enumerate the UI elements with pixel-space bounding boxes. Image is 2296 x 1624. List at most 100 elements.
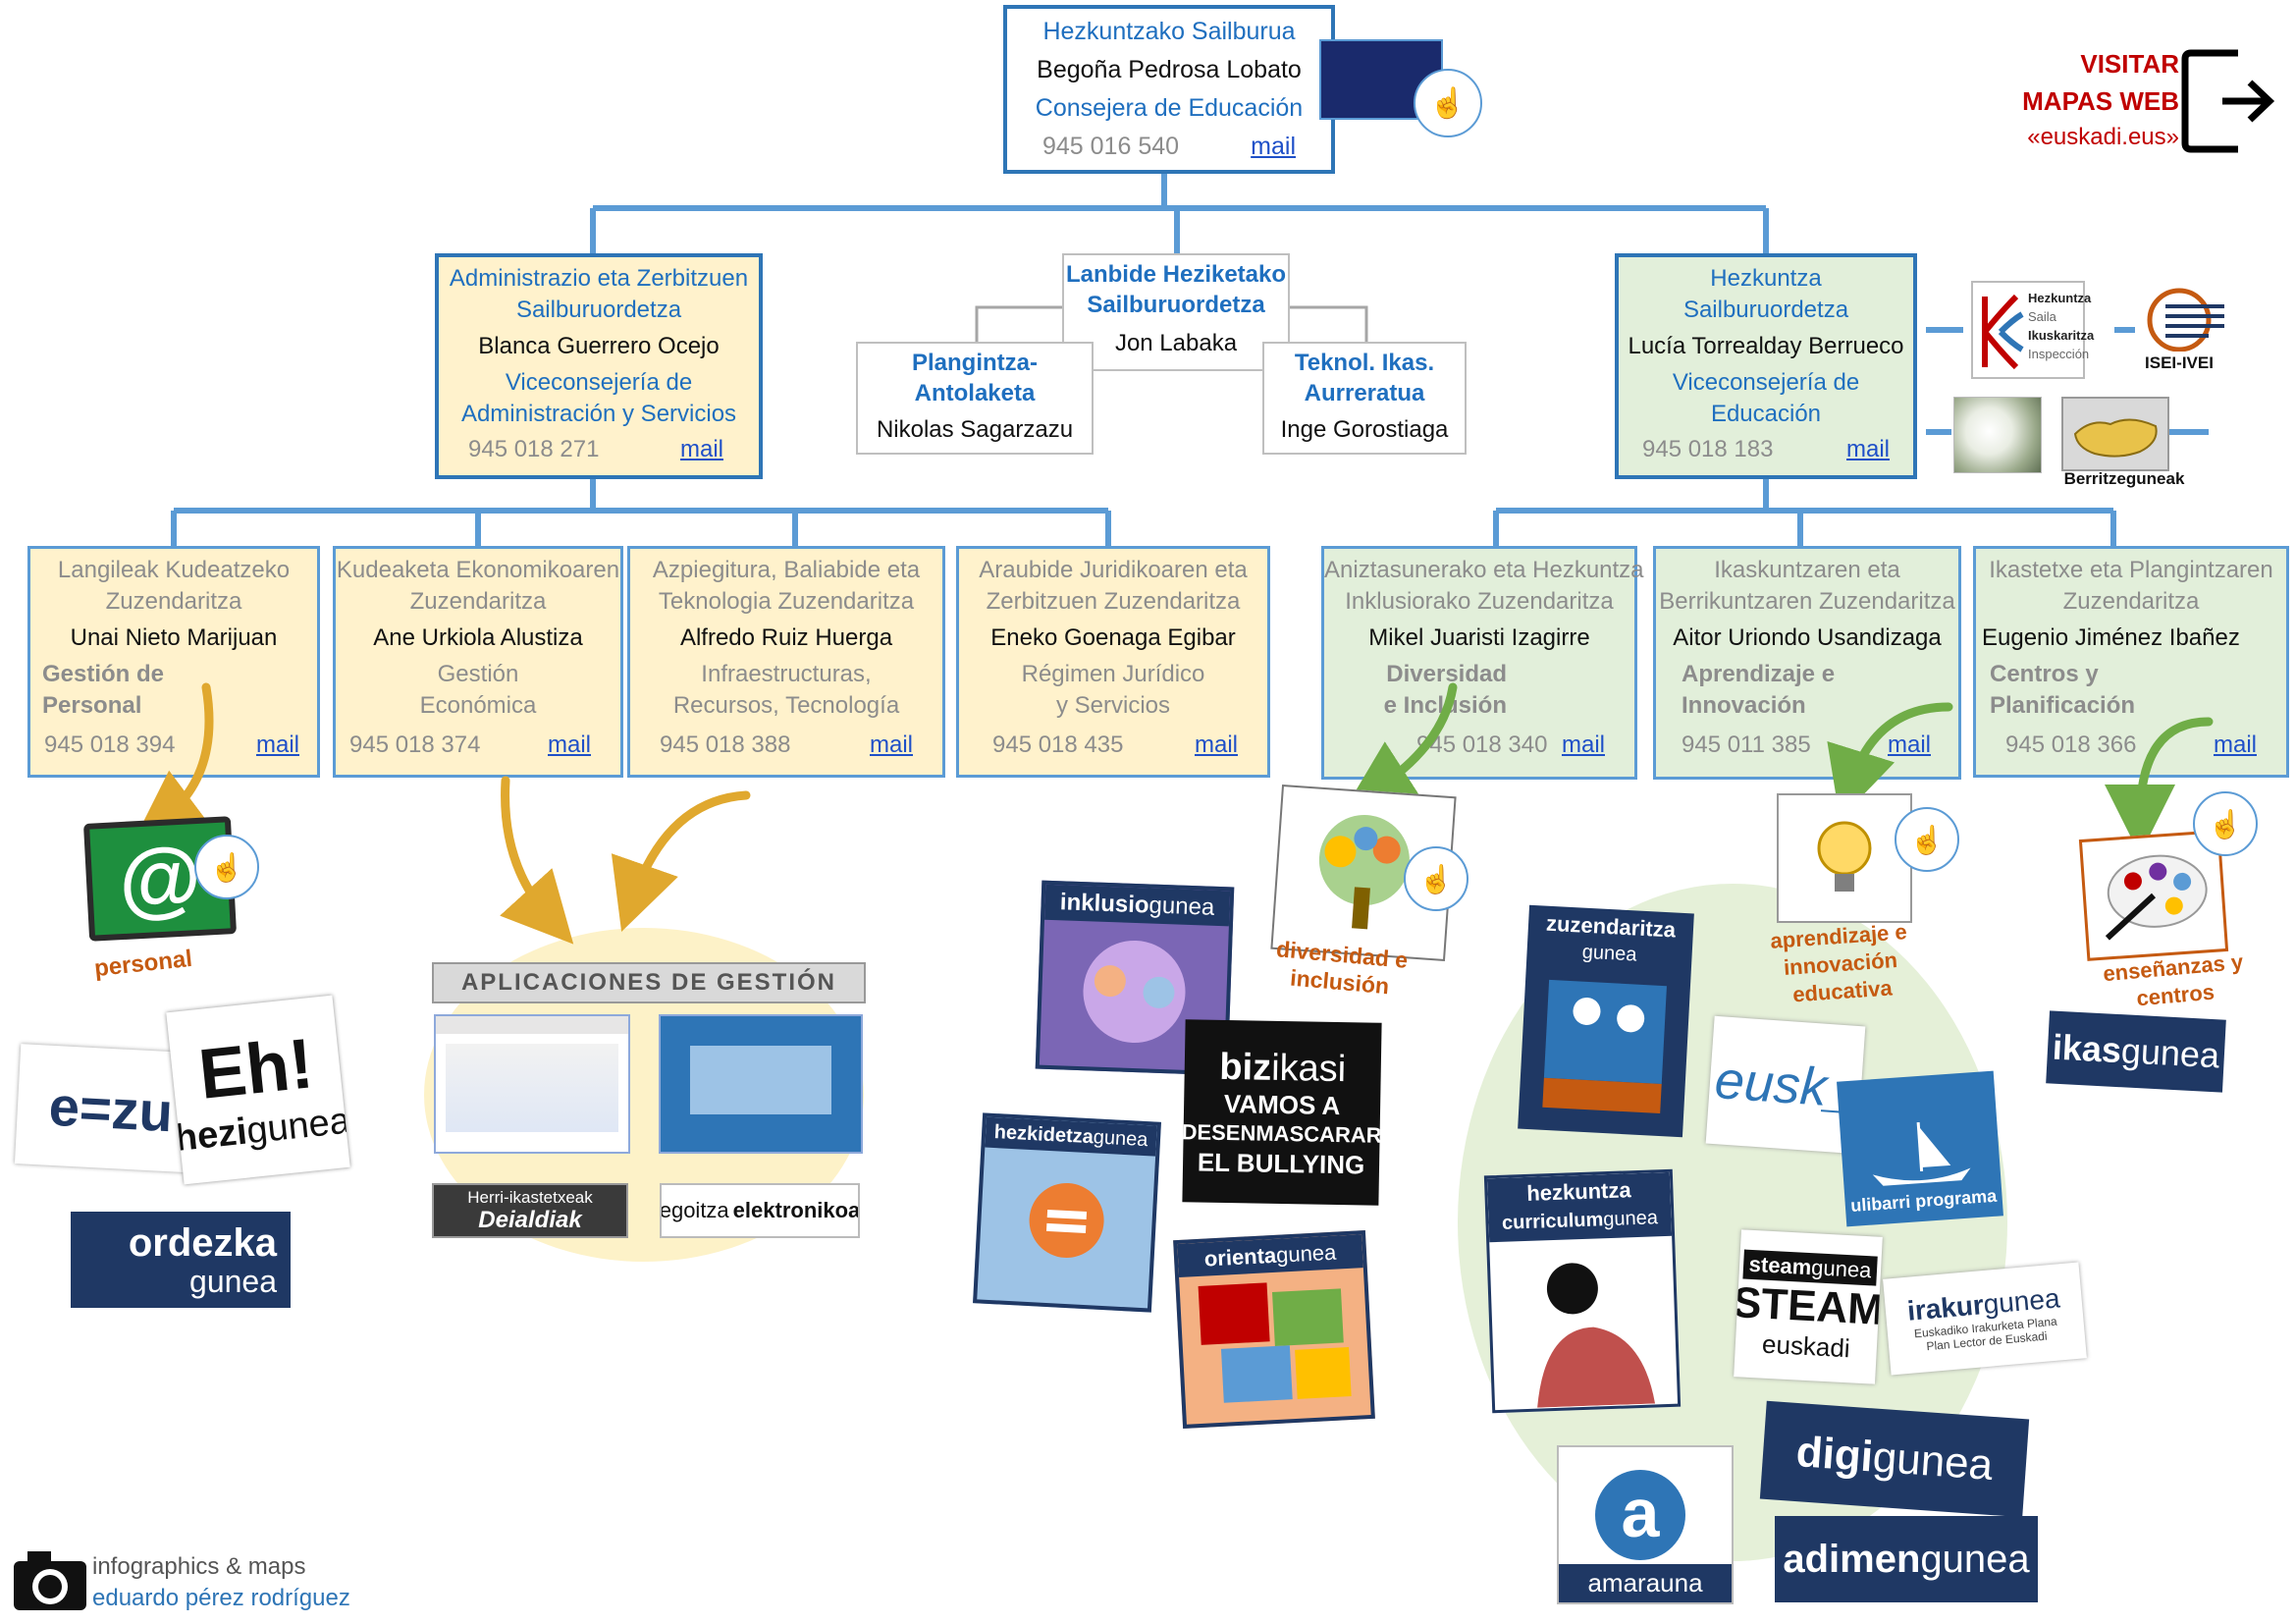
dir-3-es-2: Recursos, Tecnología <box>672 692 900 719</box>
dir-3-es-1: Infraestructuras, <box>701 661 872 687</box>
touch-icon[interactable]: ☝ <box>1895 807 1959 872</box>
vice-hezk-title-eu-2: Sailburuordetza <box>1682 297 1849 323</box>
dir-3-name: Alfredo Ruiz Huerga <box>679 624 893 651</box>
dir-2-eu-2: Zuzendaritza <box>409 588 547 615</box>
dir-6-eu-2: Berrikuntzaren Zuzendaritza <box>1659 588 1955 615</box>
consejera-mail-link[interactable]: mail <box>1251 133 1296 160</box>
eh-text: Eh! <box>194 1023 317 1114</box>
reading-person-icon <box>1537 1263 1656 1408</box>
app-screenshot-2[interactable] <box>659 1014 863 1154</box>
herri-ikastetxeak-logo[interactable]: Herri-ikastetxeak Deialdiak <box>432 1183 628 1238</box>
inspeccion-logo[interactable]: Hezkuntza Saila Ikuskaritza Inspección <box>1971 281 2094 379</box>
teknol-title-1: Teknol. Ikas. <box>1294 350 1435 376</box>
diversidad-tree-image[interactable] <box>1270 784 1457 962</box>
dir-7-eu-1: Ikastetxe eta Plangintzaren <box>1989 557 2273 583</box>
vice-hezk-title-es-2: Educación <box>1710 401 1822 427</box>
ensenanzas-palette-image[interactable] <box>2078 830 2229 961</box>
exit-arrow-icon[interactable] <box>2177 43 2275 159</box>
dir-2-eu-1: Kudeaketa Ekonomikoaren <box>336 557 620 583</box>
dir-7-phone: 945 018 366 <box>2005 731 2137 758</box>
digigunea-logo[interactable]: digigunea <box>1759 1400 2030 1518</box>
dir-1-es-1: Gestión de <box>42 661 165 687</box>
dir-5-mail-link[interactable]: mail <box>1561 731 1605 758</box>
vice-admin-phone: 945 018 271 <box>468 436 600 462</box>
dir-6-es-2: Innovación <box>1682 692 1806 719</box>
dir-4-mail-link[interactable]: mail <box>1194 731 1238 758</box>
orientagunea-logo[interactable]: orientagunea <box>1173 1230 1375 1429</box>
directorate-aprendizaje[interactable]: Ikaskuntzaren eta Berrikuntzaren Zuzenda… <box>1653 546 1961 780</box>
teknol-box[interactable]: Teknol. Ikas. Aurreratua Inge Gorostiaga <box>1262 342 1467 455</box>
dandelion-image[interactable] <box>1953 397 2042 473</box>
touch-icon[interactable]: ☝ <box>1404 846 1468 911</box>
amarauna-logo[interactable]: a amarauna <box>1557 1445 1734 1604</box>
steamgunea-logo[interactable]: steamgunea STEAM euskadi <box>1734 1229 1883 1384</box>
touch-icon[interactable]: ☝ <box>194 835 259 899</box>
visit-mapas-text[interactable]: VISITAR MAPAS WEB «euskadi.eus» <box>1983 45 2179 155</box>
ezu-text: e=zu <box>47 1074 175 1143</box>
dir-1-mail-link[interactable]: mail <box>255 731 299 758</box>
dir-1-phone: 945 018 394 <box>44 731 176 758</box>
insp-line2: Saila <box>2028 309 2056 324</box>
vice-hezk-mail-link[interactable]: mail <box>1845 436 1890 462</box>
hezigunea-logo[interactable]: Eh! hezigunea <box>166 995 350 1185</box>
directorate-juridico[interactable]: Araubide Juridikoaren eta Zerbitzuen Zuz… <box>956 546 1270 778</box>
inklusiogunea-logo[interactable]: inklusiogunea <box>1035 880 1235 1076</box>
hezigunea-text-1: hezi <box>172 1110 249 1160</box>
directorate-economica[interactable]: Kudeaketa Ekonomikoaren Zuzendaritza Ane… <box>333 546 623 778</box>
dir-1-es-2: Personal <box>42 692 142 719</box>
dir-6-mail-link[interactable]: mail <box>1887 731 1931 758</box>
camera-icon <box>14 1551 86 1610</box>
vice-lanbide-name: Jon Labaka <box>1114 330 1238 356</box>
ulibarri-logo[interactable]: ulibarri programa <box>1837 1070 2003 1227</box>
vice-hezk-box[interactable]: Hezkuntza Sailburuordetza Lucía Torreald… <box>1615 253 1917 479</box>
directorate-infraestructuras[interactable]: Azpiegitura, Baliabide eta Teknologia Zu… <box>627 546 945 778</box>
berritzeguneak-map[interactable] <box>2061 397 2169 471</box>
app-screenshot-1[interactable] <box>434 1014 630 1154</box>
hezkidetzagunea-logo[interactable]: hezkidetzagunea <box>973 1112 1161 1313</box>
dir-3-mail-link[interactable]: mail <box>869 731 913 758</box>
egoitza-logo[interactable]: egoitza elektronikoa <box>660 1183 860 1238</box>
vice-admin-title-eu-2: Sailburuordetza <box>515 297 682 323</box>
curriculum-text-2: curriculum <box>1501 1209 1604 1234</box>
touch-icon[interactable]: ☝ <box>2193 791 2258 856</box>
consejera-box[interactable]: Hezkuntzako Sailburua Begoña Pedrosa Lob… <box>1003 5 1335 174</box>
irakurgunea-logo[interactable]: irakurgunea Euskadiko Irakurketa Plana P… <box>1883 1262 2087 1376</box>
isei-logo[interactable]: ISEI-IVEI <box>2120 285 2238 379</box>
vice-hezk-name: Lucía Torrealday Berrueco <box>1628 333 1904 359</box>
inspeccion-mark-icon <box>1982 294 2024 370</box>
plangintza-box[interactable]: Plangintza- Antolaketa Nikolas Sagarzazu <box>856 342 1094 455</box>
dir-7-es-2: Planificación <box>1990 692 2136 719</box>
dir-2-mail-link[interactable]: mail <box>547 731 591 758</box>
bizikasi-logo[interactable]: bizikasi VAMOS A DESENMASCARAR EL BULLYI… <box>1182 1019 1382 1206</box>
dir-6-eu-1: Ikaskuntzaren eta <box>1714 557 1900 583</box>
dir-5-eu-1: Aniztasunerako eta Hezkuntza <box>1324 557 1644 583</box>
dir-1-name: Unai Nieto Marijuan <box>70 624 278 651</box>
ikasgunea-logo[interactable]: ikasgunea <box>2046 1010 2226 1093</box>
directorate-centros[interactable]: Ikastetxe eta Plangintzaren Zuzendaritza… <box>1973 546 2289 778</box>
bizikasi-text-1: biz <box>1219 1046 1272 1089</box>
vice-hezk-title-eu-1: Hezkuntza <box>1710 265 1822 292</box>
adimengunea-logo[interactable]: adimengunea <box>1775 1516 2038 1602</box>
dir-7-eu-2: Zuzendaritza <box>2062 588 2200 615</box>
directorate-diversidad[interactable]: Aniztasunerako eta Hezkuntza Inklusiorak… <box>1321 546 1644 780</box>
visit-line1: VISITAR <box>2080 49 2179 79</box>
directorate-personal[interactable]: Langileak Kudeatzeko Zuzendaritza Unai N… <box>27 546 320 778</box>
dir-7-name: Eugenio Jiménez Ibañez <box>1982 624 2240 651</box>
vice-admin-box[interactable]: Administrazio eta Zerbitzuen Sailburuord… <box>435 253 763 479</box>
plangintza-title-2: Antolaketa <box>914 380 1036 406</box>
herri-text-2: Deialdiak <box>478 1207 582 1233</box>
aprendizaje-bulb-image[interactable] <box>1777 793 1912 923</box>
orienta-text-1: orienta <box>1203 1242 1277 1272</box>
vice-lanbide-title-2: Sailburuordetza <box>1087 292 1265 318</box>
vice-lanbide-title-1: Lanbide Heziketako <box>1065 261 1287 288</box>
vice-lanbide-box[interactable]: Lanbide Heziketako Sailburuordetza Jon L… <box>1062 253 1290 371</box>
ordezka-logo[interactable]: ordezka gunea <box>71 1212 291 1308</box>
touch-icon[interactable]: ☝ <box>1414 69 1482 137</box>
dir-3-eu-1: Azpiegitura, Baliabide eta <box>652 557 921 583</box>
dir-7-mail-link[interactable]: mail <box>2213 731 2257 758</box>
steam-text-3: STEAM <box>1734 1277 1883 1334</box>
vice-admin-mail-link[interactable]: mail <box>679 436 723 462</box>
isei-mark-icon <box>2147 288 2224 352</box>
